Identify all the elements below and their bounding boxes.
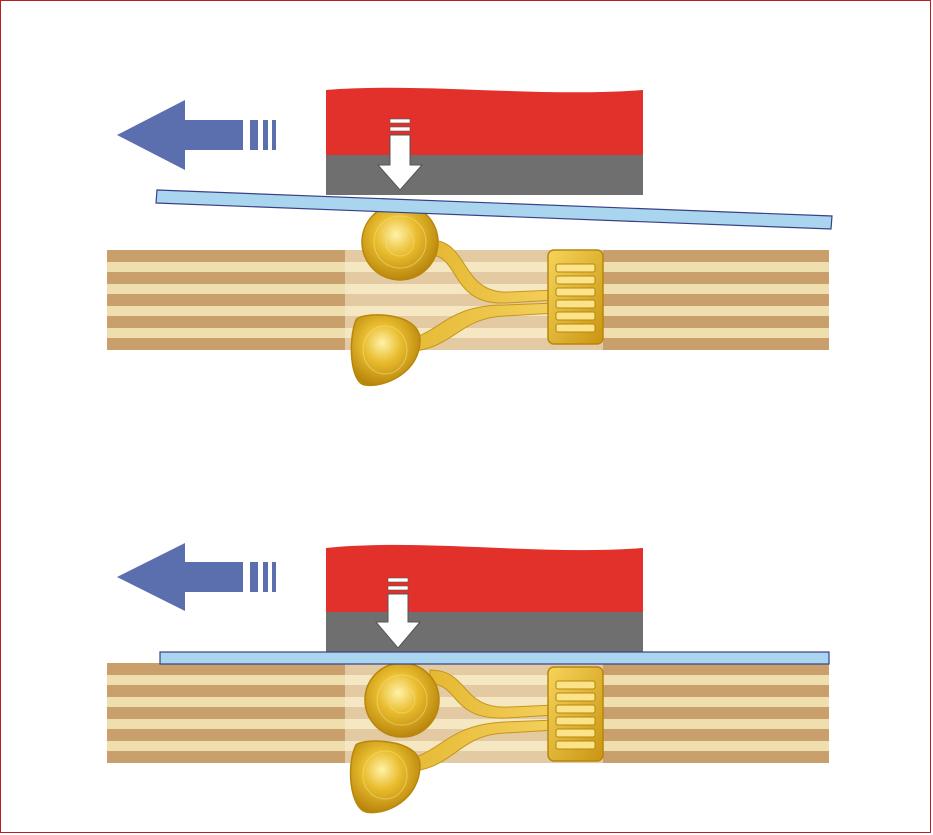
gold-contact-disc xyxy=(364,662,440,738)
gold-contact-component xyxy=(350,203,604,387)
gold-contact-disc xyxy=(350,314,421,387)
down-arrow-icon xyxy=(376,118,424,191)
left-arrow-icon xyxy=(117,100,276,170)
down-arrow-icon xyxy=(374,577,422,649)
substrate-layers xyxy=(107,250,829,350)
transparent-sheet xyxy=(155,189,833,230)
panel-top xyxy=(107,87,833,387)
transparent-sheet xyxy=(159,651,830,665)
press-head xyxy=(326,544,643,652)
gold-contact-disc xyxy=(361,203,439,281)
left-arrow-icon xyxy=(117,543,276,611)
press-head xyxy=(326,87,643,195)
gold-contact-component xyxy=(349,662,604,814)
gold-contact-disc xyxy=(349,740,421,814)
substrate-layers xyxy=(107,663,829,763)
panel-bottom xyxy=(107,543,830,814)
